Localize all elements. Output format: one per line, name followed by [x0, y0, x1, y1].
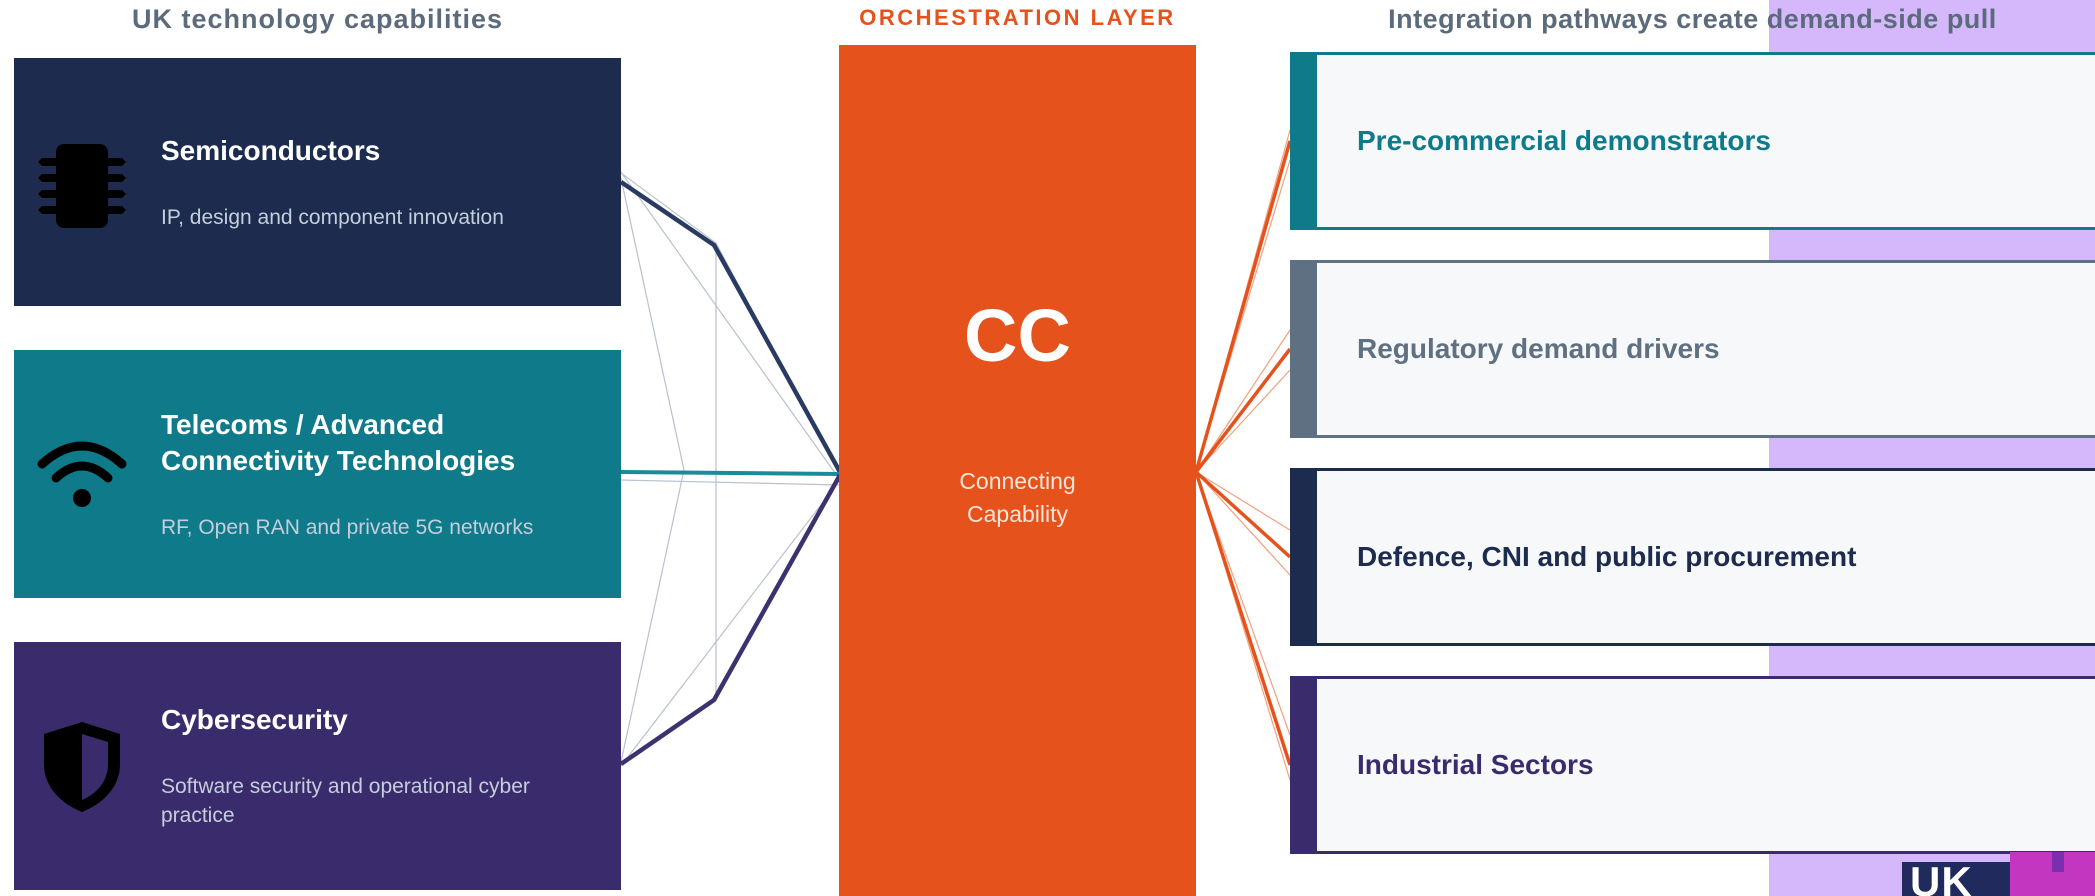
- orchestration-box: CC Connecting Capability: [839, 45, 1196, 896]
- capability-title: Semiconductors: [161, 134, 381, 166]
- pathway-label: Industrial Sectors: [1357, 749, 1594, 780]
- pathway-industrial: Industrial Sectors: [1290, 676, 2095, 854]
- pathway-label: Defence, CNI and public procurement: [1357, 541, 1857, 572]
- pathway-accent-bar: [1290, 468, 1317, 646]
- capability-telecoms: Telecoms / Advanced Connectivity Technol…: [14, 350, 621, 598]
- pathway-label: Regulatory demand drivers: [1357, 333, 1720, 364]
- pathway-accent-bar: [1290, 260, 1317, 438]
- pathway-accent-bar: [1290, 52, 1317, 230]
- semiconductors-connector: [619, 180, 842, 474]
- capability-title: Telecoms / Advanced Connectivity Technol…: [161, 408, 516, 476]
- orchestration-subtitle: Connecting Capability: [959, 468, 1076, 527]
- chip-icon: [32, 58, 132, 306]
- pathway-pre-commercial: Pre-commercial demonstrators: [1290, 52, 2095, 230]
- pathways-heading: Integration pathways create demand-side …: [1388, 4, 1997, 34]
- pathway-regulatory: Regulatory demand drivers: [1290, 260, 2095, 438]
- wifi-icon: [32, 350, 132, 598]
- pathway-defence: Defence, CNI and public procurement: [1290, 468, 2095, 646]
- brand-logo: UK: [1902, 852, 2095, 896]
- capability-description: RF, Open RAN and private 5G networks: [161, 515, 534, 539]
- orchestration-heading: ORCHESTRATION LAYER: [859, 5, 1176, 30]
- shield-icon: [32, 642, 132, 890]
- capabilities-heading: UK technology capabilities: [131, 4, 504, 34]
- logo-text: UK: [1910, 858, 1973, 896]
- capability-cybersecurity: Cybersecurity Software security and oper…: [14, 642, 621, 890]
- right-connector-main: [1194, 140, 1292, 766]
- pathway-label: Pre-commercial demonstrators: [1357, 125, 1771, 156]
- capability-semiconductors: Semiconductors IP, design and component …: [14, 58, 621, 306]
- pathway-accent-bar: [1290, 676, 1317, 854]
- capability-title: Cybersecurity: [161, 704, 348, 735]
- orchestration-acronym: CC: [964, 294, 1071, 377]
- capability-description: Software security and operational cyber …: [161, 775, 530, 827]
- capability-description: IP, design and component innovation: [161, 205, 504, 229]
- cybersecurity-connector: [619, 473, 842, 766]
- telecoms-connector: [620, 470, 841, 476]
- left-connector-mesh: [620, 171, 841, 767]
